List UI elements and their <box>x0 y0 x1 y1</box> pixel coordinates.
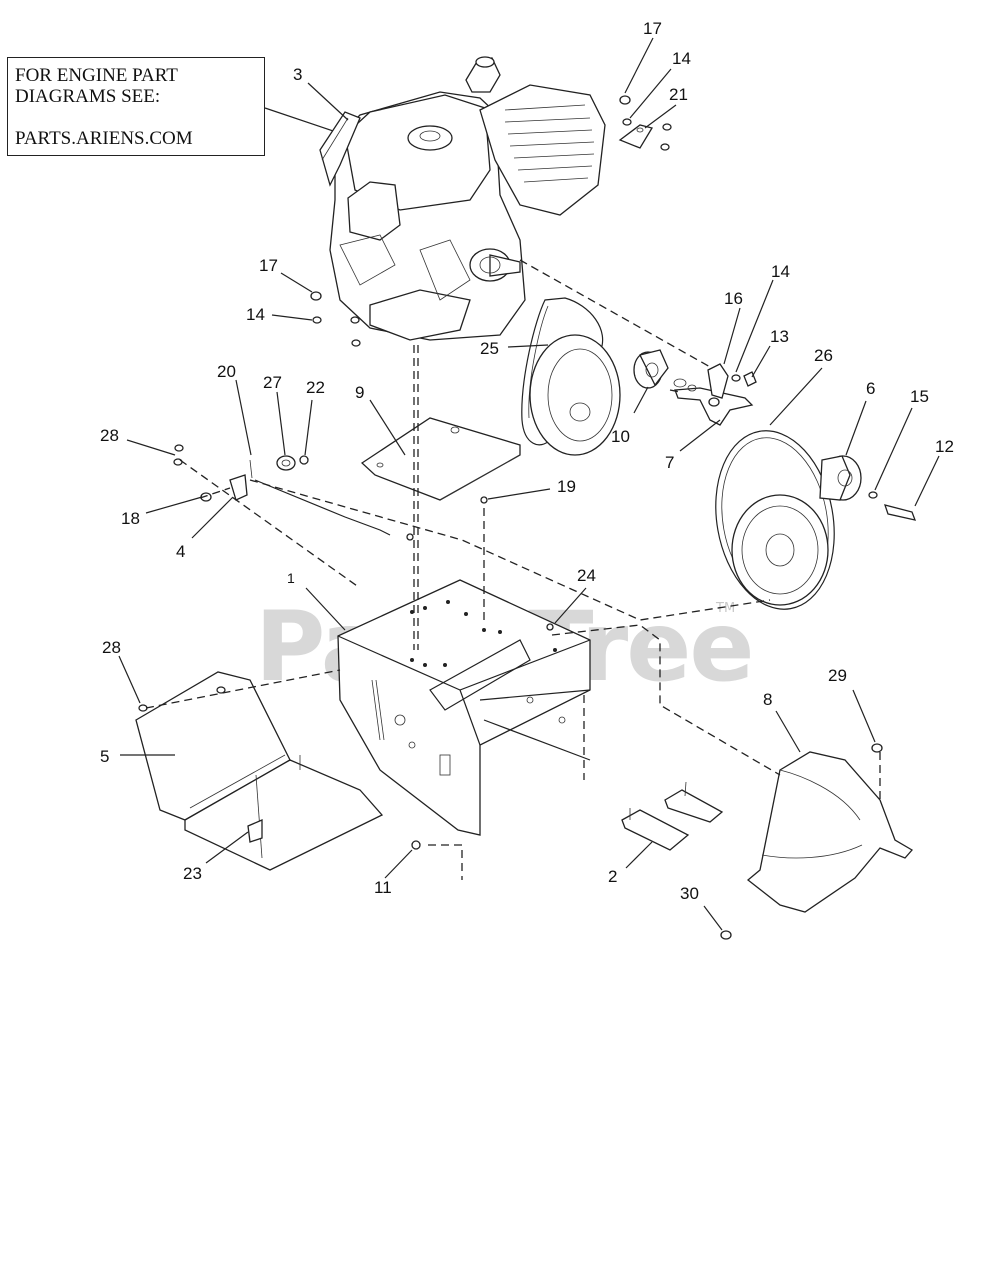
label-17-left: 17 <box>259 256 278 275</box>
label-28-lower: 28 <box>102 638 121 657</box>
frame-1[interactable] <box>337 579 591 836</box>
label-28-upper: 28 <box>100 426 119 445</box>
label-29: 29 <box>828 666 847 685</box>
label-6: 6 <box>866 379 875 398</box>
nut-28-upper[interactable] <box>173 444 184 466</box>
label-3: 3 <box>293 65 302 84</box>
label-19: 19 <box>557 477 576 496</box>
assembly-lines <box>145 259 881 880</box>
note-line-2: DIAGRAMS SEE: <box>15 86 161 107</box>
nut-upper-right-1[interactable] <box>662 123 672 131</box>
shield-8[interactable] <box>746 751 914 913</box>
part-labels: 17 14 21 3 17 14 16 14 13 25 26 6 15 12 … <box>100 19 954 903</box>
bracket-21[interactable] <box>618 124 654 149</box>
label-8: 8 <box>763 690 772 709</box>
label-18: 18 <box>121 509 140 528</box>
pulley-10[interactable] <box>633 349 669 389</box>
label-21: 21 <box>669 85 688 104</box>
auger-pulley-25[interactable] <box>529 334 621 456</box>
note-line-1: FOR ENGINE PART <box>15 65 178 86</box>
engine[interactable] <box>319 56 606 341</box>
label-7: 7 <box>665 453 674 472</box>
watermark-tm: TM <box>715 601 735 616</box>
bracket-23[interactable] <box>247 819 263 843</box>
label-11: 11 <box>374 878 392 897</box>
label-13: 13 <box>770 327 789 346</box>
nut-30[interactable] <box>720 930 732 940</box>
bolt-11[interactable] <box>411 840 421 850</box>
bolt-24[interactable] <box>546 623 554 631</box>
washer-14-left[interactable] <box>312 316 322 324</box>
washer-15[interactable] <box>868 491 878 499</box>
label-12: 12 <box>935 437 954 456</box>
label-27: 27 <box>263 373 282 392</box>
engine-parts-note: FOR ENGINE PART DIAGRAMS SEE: PARTS.ARIE… <box>7 57 265 156</box>
cable-20[interactable] <box>249 459 391 536</box>
nut-engine-base-2[interactable] <box>351 339 361 347</box>
nut-panel[interactable] <box>216 686 226 694</box>
label-24: 24 <box>577 566 596 585</box>
label-4: 4 <box>176 542 185 561</box>
bolt-7b[interactable] <box>708 397 720 407</box>
leader-lines <box>118 37 940 931</box>
label-14-right: 14 <box>771 262 790 281</box>
bracket-2[interactable] <box>621 781 724 851</box>
bolt-frame-top[interactable] <box>406 533 414 541</box>
pulley-6[interactable] <box>819 455 862 501</box>
nut-28-lower[interactable] <box>138 704 148 712</box>
nut-17-left[interactable] <box>310 291 322 301</box>
label-17-upper: 17 <box>643 19 662 38</box>
label-14-upper: 14 <box>672 49 691 68</box>
label-16: 16 <box>724 289 743 308</box>
bracket-4[interactable] <box>229 474 248 501</box>
label-20: 20 <box>217 362 236 381</box>
label-9: 9 <box>355 383 364 402</box>
plate-9[interactable] <box>360 417 521 501</box>
label-25: 25 <box>480 339 499 358</box>
nut-17-upper[interactable] <box>619 95 631 105</box>
label-22: 22 <box>306 378 325 397</box>
bolt-12[interactable] <box>884 504 917 521</box>
bolt-22[interactable] <box>299 455 309 465</box>
note-line-3: PARTS.ARIENS.COM <box>15 128 193 149</box>
label-30: 30 <box>680 884 699 903</box>
label-23: 23 <box>183 864 202 883</box>
nut-engine-base-1[interactable] <box>350 316 360 324</box>
label-2: 2 <box>608 867 617 886</box>
large-pulley[interactable] <box>731 494 829 606</box>
label-14-left: 14 <box>246 305 265 324</box>
washer-14-upper[interactable] <box>622 118 632 126</box>
label-1: 1 <box>287 570 295 586</box>
bolt-19[interactable] <box>480 496 488 504</box>
label-5: 5 <box>100 747 109 766</box>
label-26: 26 <box>814 346 833 365</box>
bracket-16[interactable] <box>707 363 729 399</box>
washer-14-right[interactable] <box>731 374 741 382</box>
spacer-27[interactable] <box>276 455 296 471</box>
label-15: 15 <box>910 387 929 406</box>
nut-upper-right-2[interactable] <box>660 143 670 151</box>
label-10: 10 <box>611 427 630 446</box>
nut-29[interactable] <box>871 743 883 753</box>
